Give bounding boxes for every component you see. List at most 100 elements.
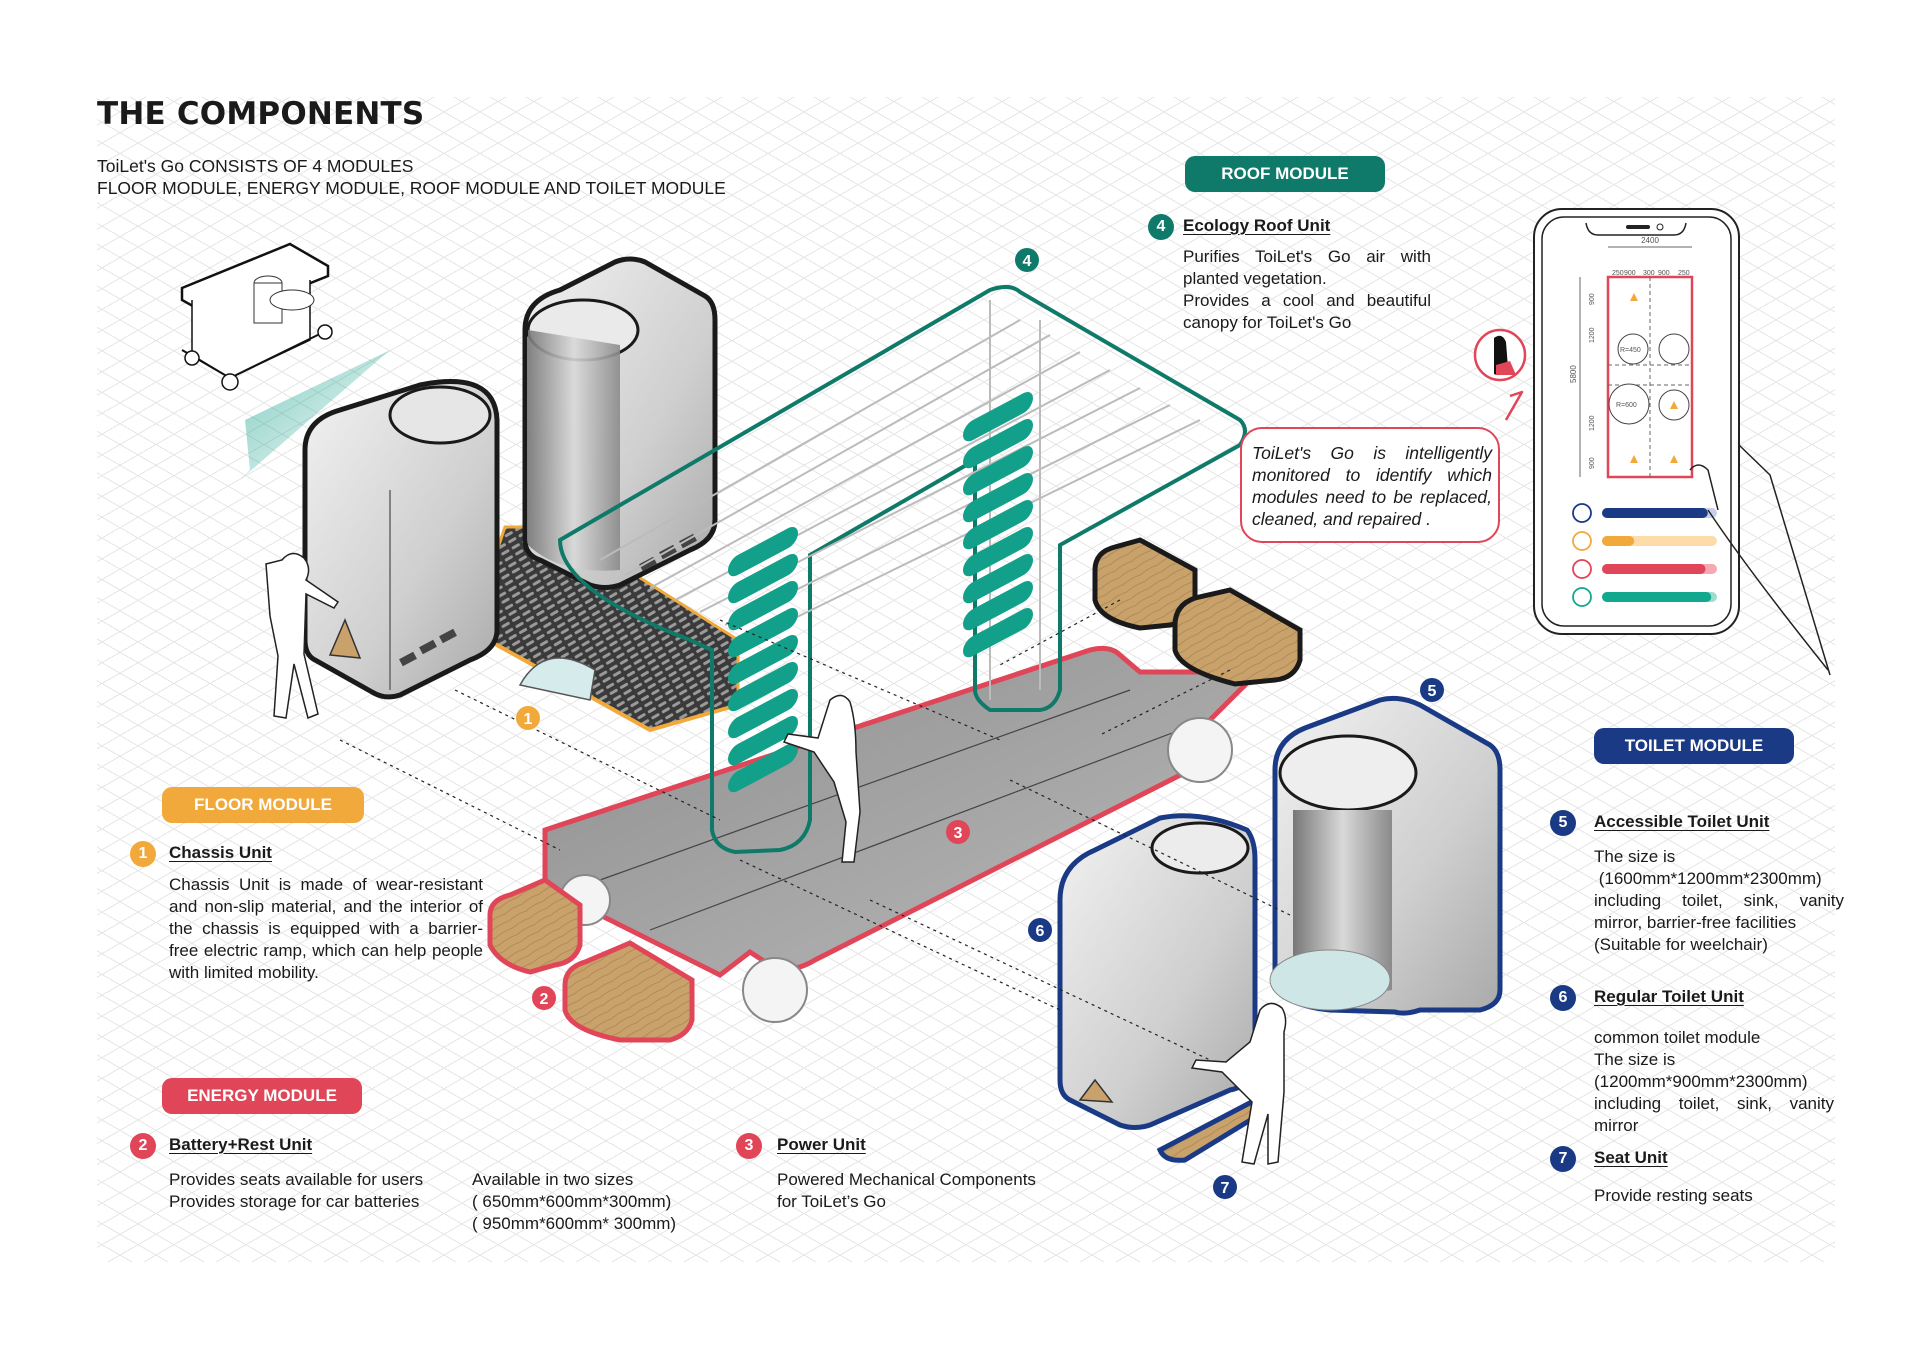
description-line: Provides a cool and beautiful canopy for…: [1183, 291, 1431, 332]
seat-unit-description: Provide resting seats: [1594, 1186, 1753, 1205]
unit-number-badge: 1: [130, 841, 156, 867]
plan-height-part: 900: [1589, 457, 1596, 469]
description-line: Provides seats available for users: [169, 1170, 424, 1189]
human-silhouettes: [265, 552, 1287, 1165]
status-bar-fill: [1602, 508, 1708, 518]
diagram-marker-circle: [516, 706, 540, 730]
unit-number-badge: 6: [1550, 985, 1576, 1011]
floor-plan-drawing: [1579, 246, 1694, 479]
subtitle-line: ToiLet's Go CONSISTS OF 4 MODULES: [97, 156, 414, 176]
description-line: for ToiLet’s Go: [777, 1192, 886, 1211]
plant-pod: [728, 661, 798, 712]
monitoring-callout-bubble: [1240, 427, 1500, 543]
description-line: The size is: [1594, 847, 1676, 866]
battery-rest-units-back: [1092, 537, 1303, 687]
accessible-toilet-unit-heading: Accessible Toilet Unit: [1594, 812, 1770, 831]
unit-number-badge: 4: [1148, 214, 1174, 240]
description-line: Purifies ToiLet's Go air with planted ve…: [1183, 247, 1431, 288]
regular-toilet-unit-heading: Regular Toilet Unit: [1594, 987, 1744, 1006]
plant-pod: [963, 446, 1033, 496]
description-line: including toilet, sink, vanity mirror, b…: [1594, 891, 1844, 932]
plan-width-part: 250: [1678, 270, 1690, 277]
unit-number-badge: 2: [130, 1133, 156, 1159]
plan-width-part: 250: [1612, 270, 1624, 277]
plant-pod: [728, 715, 798, 766]
ecology-roof-unit-heading: Ecology Roof Unit: [1183, 216, 1331, 235]
description-line: (Suitable for weelchair): [1594, 935, 1768, 954]
lightning-icon: [1572, 531, 1592, 551]
regular-toilet-unit-description: common toilet module The size is (1200mm…: [1594, 1027, 1834, 1137]
plant-pod: [963, 554, 1033, 604]
recycle-icon: [1572, 587, 1592, 607]
energy-module-label: ENERGY MODULE: [162, 1078, 362, 1114]
description-line: Provides storage for car batteries: [169, 1192, 420, 1211]
battery-rest-unit-sizes: Available in two sizes ( 650mm*600mm*300…: [472, 1169, 676, 1235]
toilet-unit-back: [522, 256, 718, 590]
status-bar-fill: [1602, 536, 1635, 546]
chassis-unit-heading: Chassis Unit: [169, 843, 272, 862]
diagram-marker-number: 7: [1221, 1180, 1230, 1197]
diagram-marker-number: 4: [1023, 253, 1032, 270]
accessible-toilet-unit-description: The size is (1600mm*1200mm*2300mm) inclu…: [1594, 846, 1844, 956]
plant-pod: [963, 473, 1033, 523]
diagram-marker-number: 3: [954, 825, 963, 842]
power-unit-heading: Power Unit: [777, 1135, 866, 1154]
monitoring-callout-text: ToiLet's Go is intelligently monitored t…: [1252, 443, 1492, 529]
diagram-marker-circle: [946, 820, 970, 844]
plant-pod: [728, 634, 798, 685]
size-option: ( 650mm*600mm*300mm): [472, 1192, 672, 1211]
plant-pod: [963, 608, 1033, 658]
plant-pod: [728, 580, 798, 631]
sizes-title: Available in two sizes: [472, 1170, 634, 1189]
size-option: ( 950mm*600mm* 300mm): [472, 1214, 677, 1233]
unit-number-badge: 3: [736, 1133, 762, 1159]
assembly-guide-lines: [339, 599, 1291, 1061]
diagram-marker-circle: [1015, 248, 1039, 272]
toilet-module-label: TOILET MODULE: [1594, 728, 1794, 764]
description-line: (1600mm*1200mm*2300mm): [1594, 869, 1822, 888]
page-subtitle: ToiLet's Go CONSISTS OF 4 MODULES FLOOR …: [97, 155, 726, 199]
plan-height-part: 1200: [1589, 415, 1596, 431]
unit-number-badge: 5: [1550, 810, 1576, 836]
battery-rest-units-front: [487, 877, 695, 1043]
diagram-marker-number: 1: [524, 711, 533, 728]
battery-rest-unit-description: Provides seats available for users Provi…: [169, 1169, 423, 1213]
diagram-marker-number: 5: [1428, 683, 1437, 700]
regular-toilet-unit: [1057, 813, 1258, 1130]
diagram-marker-number: 2: [540, 991, 549, 1008]
description-line: (1200mm*900mm*2300mm): [1594, 1072, 1808, 1091]
subtitle-line: FLOOR MODULE, ENERGY MODULE, ROOF MODULE…: [97, 178, 726, 198]
plant-pod: [963, 419, 1033, 469]
toilet-unit-left: [302, 379, 500, 700]
description-line: including toilet, sink, vanity mirror: [1594, 1094, 1834, 1135]
chassis-unit-description: Chassis Unit is made of wear-resistant a…: [169, 875, 483, 982]
plant-pod: [728, 607, 798, 658]
hand-illustration: [1689, 444, 1831, 676]
diagram-marker-circle: [532, 986, 556, 1010]
water-drop-icon: [1572, 503, 1592, 523]
plan-height-part: 1200: [1589, 327, 1596, 343]
diagram-marker-circle: [1420, 678, 1444, 702]
diagram-marker-circle: [1028, 918, 1052, 942]
plant-pod: [963, 527, 1033, 577]
unit-number-badge: 7: [1550, 1146, 1576, 1172]
seat-unit-heading: Seat Unit: [1594, 1148, 1668, 1167]
plan-height-part: 900: [1589, 293, 1596, 305]
plant-pod: [963, 392, 1033, 442]
plan-width-total: 2400: [1641, 236, 1659, 245]
vegetation-pods: [728, 392, 1033, 793]
battery-rest-unit-heading: Battery+Rest Unit: [169, 1135, 313, 1154]
callout-avatar: [1473, 328, 1527, 421]
plan-radius-large: R=600: [1616, 402, 1637, 409]
plant-pod: [728, 526, 798, 577]
plant-pod: [963, 581, 1033, 631]
wrench-icon: [1572, 559, 1592, 579]
plan-height-total: 5800: [1569, 365, 1578, 383]
plant-pod: [963, 500, 1033, 550]
plan-radius-small: R=450: [1620, 347, 1641, 354]
description-line: common toilet module: [1594, 1028, 1761, 1047]
module-status-bars: [1572, 503, 1717, 607]
floor-module-label: FLOOR MODULE: [162, 787, 364, 823]
